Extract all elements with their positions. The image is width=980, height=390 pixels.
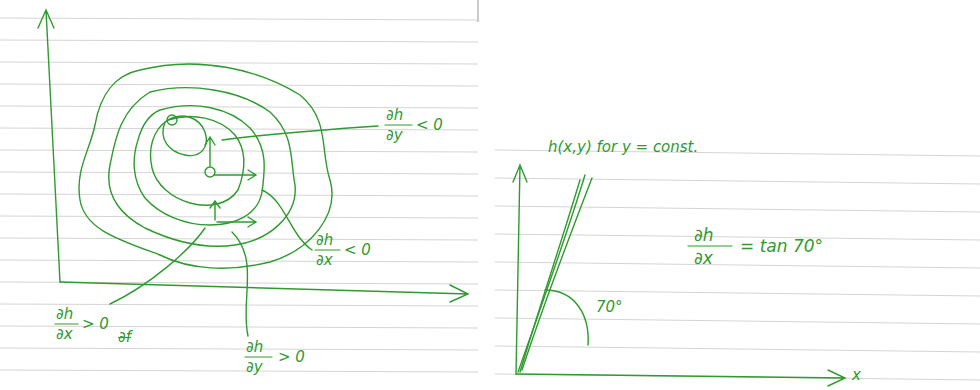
axis-label: h(x,y) for y = const.: [548, 140, 698, 155]
fraction-bottom: ∂y: [386, 128, 403, 143]
fraction-top: ∂h: [386, 108, 403, 123]
fraction-top: ∂h: [56, 307, 73, 322]
axis-label: x: [852, 368, 861, 383]
fraction-top: ∂h: [694, 227, 714, 244]
fraction-bottom: ∂y: [246, 360, 263, 375]
inequality: < 0: [416, 118, 443, 133]
fraction-bottom: ∂x: [316, 253, 333, 268]
inequality: > 0: [82, 317, 109, 332]
fraction-bottom: ∂x: [694, 250, 713, 267]
fraction-top: ∂h: [316, 233, 333, 248]
angle-label: 70°: [596, 300, 623, 315]
inequality: > 0: [278, 350, 305, 365]
fraction-bottom: ∂x: [56, 327, 73, 342]
crossed-out-note: ∂f: [118, 330, 131, 345]
contour-sketch: [38, 10, 845, 386]
ruled-lines: [0, 0, 980, 380]
inequality: < 0: [344, 243, 371, 258]
equation: = tan 70°: [740, 238, 823, 255]
fraction-top: ∂h: [246, 340, 263, 355]
